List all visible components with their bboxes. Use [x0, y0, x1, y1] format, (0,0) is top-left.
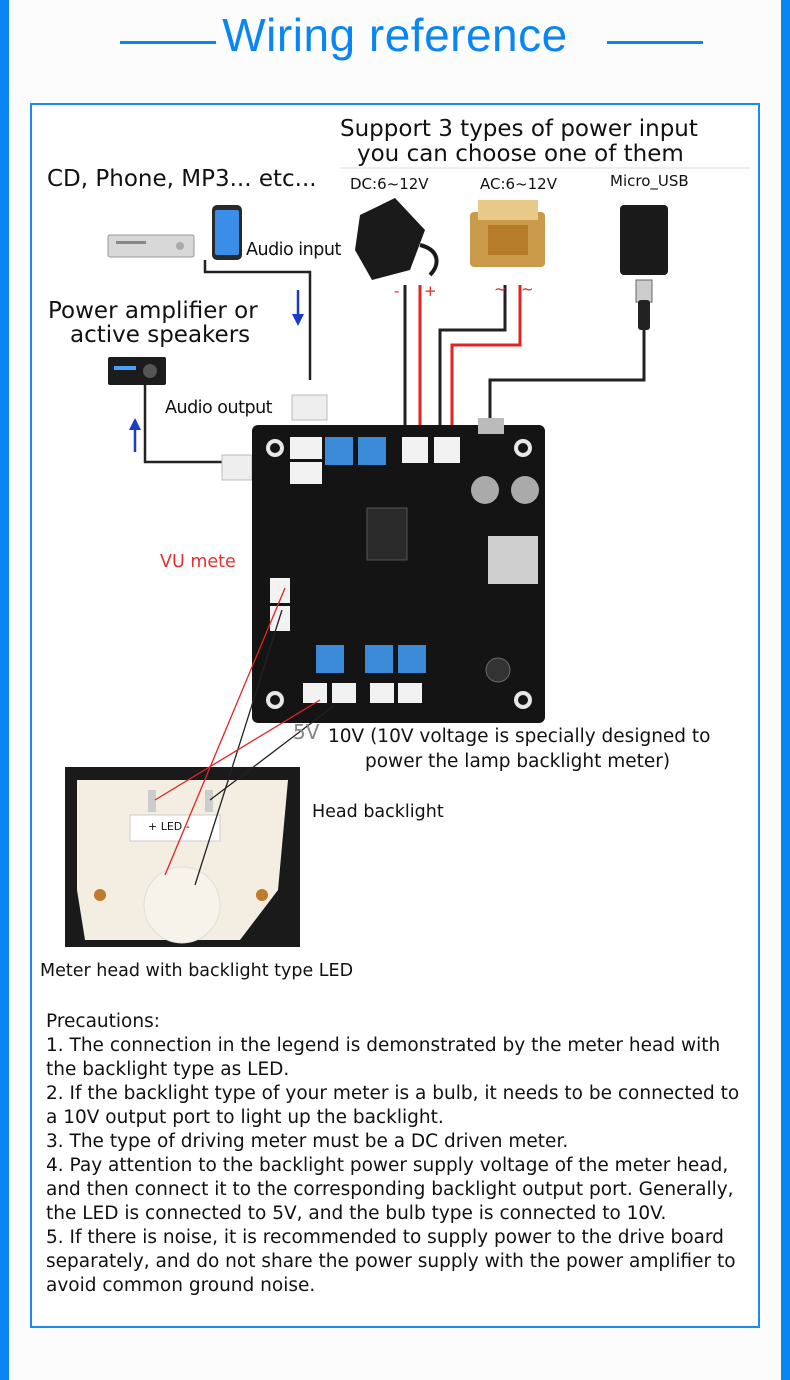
driver-board — [252, 418, 545, 723]
label-5v: 5V — [293, 720, 320, 744]
led-marking: + LED - — [148, 820, 190, 833]
capacitor — [471, 476, 499, 504]
meter-caption: Meter head with backlight type LED — [40, 961, 354, 981]
vu-label: VU mete — [160, 552, 236, 572]
label-10v-line1: 10V (10V voltage is specially designed t… — [328, 726, 711, 747]
phone-icon — [212, 205, 242, 260]
arrow-up-icon — [129, 418, 141, 452]
title-rule-right — [607, 41, 703, 44]
precaution-item: 4. Pay attention to the backlight power … — [46, 1155, 734, 1224]
precaution-item: 1. The connection in the legend is demon… — [46, 1035, 721, 1080]
amplifier-icon — [108, 357, 166, 385]
ac-transformer-icon — [470, 200, 545, 267]
precaution-item: 2. If the backlight type of your meter i… — [46, 1083, 740, 1128]
page-title: Wiring reference — [222, 9, 568, 61]
power-heading-line2: you can choose one of them — [357, 141, 684, 167]
audio-output-wire — [143, 385, 230, 464]
cd-player-icon — [107, 234, 195, 258]
usb-port — [478, 418, 504, 434]
usb-label: Micro_USB — [610, 172, 689, 190]
sources-label: CD, Phone, MP3... etc... — [47, 166, 317, 192]
precaution-item: 5. If there is noise, it is recommended … — [46, 1227, 736, 1296]
power-heading-line1: Support 3 types of power input — [340, 116, 698, 142]
audio-output-label: Audio output — [165, 398, 273, 418]
precaution-item: 3. The type of driving meter must be a D… — [46, 1131, 569, 1152]
head-backlight-label: Head backlight — [312, 802, 444, 822]
dc-minus-label: - — [394, 282, 400, 300]
amplifier-label-line2: active speakers — [70, 322, 251, 348]
capacitor — [511, 476, 539, 504]
dc-plus-label: + — [424, 282, 437, 300]
wiring-diagram — [65, 167, 750, 947]
amplifier-label-line1: Power amplifier or — [48, 298, 258, 324]
audio-input-label: Audio input — [246, 240, 341, 260]
ac-wire-1 — [438, 285, 507, 425]
meter-wires — [154, 587, 336, 886]
dc-label: DC:6~12V — [350, 175, 429, 193]
ac-tilde-2: ~ — [521, 280, 534, 298]
right-border — [781, 0, 790, 1380]
heatsink — [488, 536, 538, 584]
potentiometers — [316, 437, 426, 673]
title-rule-left — [120, 41, 216, 44]
precautions-heading: Precautions: — [46, 1011, 160, 1032]
mcu-chip — [366, 507, 408, 561]
dc-adapter-icon — [355, 198, 439, 280]
usb-wire — [488, 330, 646, 420]
power-wires — [403, 285, 646, 425]
precautions: Precautions: 1. The connection in the le… — [46, 1010, 756, 1298]
ac-label: AC:6~12V — [480, 175, 557, 193]
vu-meter-head — [65, 767, 300, 947]
left-border — [0, 0, 9, 1380]
audio-input-wire — [203, 260, 312, 380]
label-10v-line2: power the lamp backlight meter) — [365, 751, 671, 772]
audio-wires — [143, 260, 312, 464]
inductor — [485, 657, 511, 683]
ac-tilde-1: ~ — [494, 280, 507, 298]
ac-wire-2 — [450, 285, 522, 425]
audio-output-plug — [221, 454, 253, 481]
usb-charger-icon — [620, 205, 668, 330]
arrow-down-icon — [292, 290, 304, 326]
audio-input-plug — [291, 394, 328, 421]
